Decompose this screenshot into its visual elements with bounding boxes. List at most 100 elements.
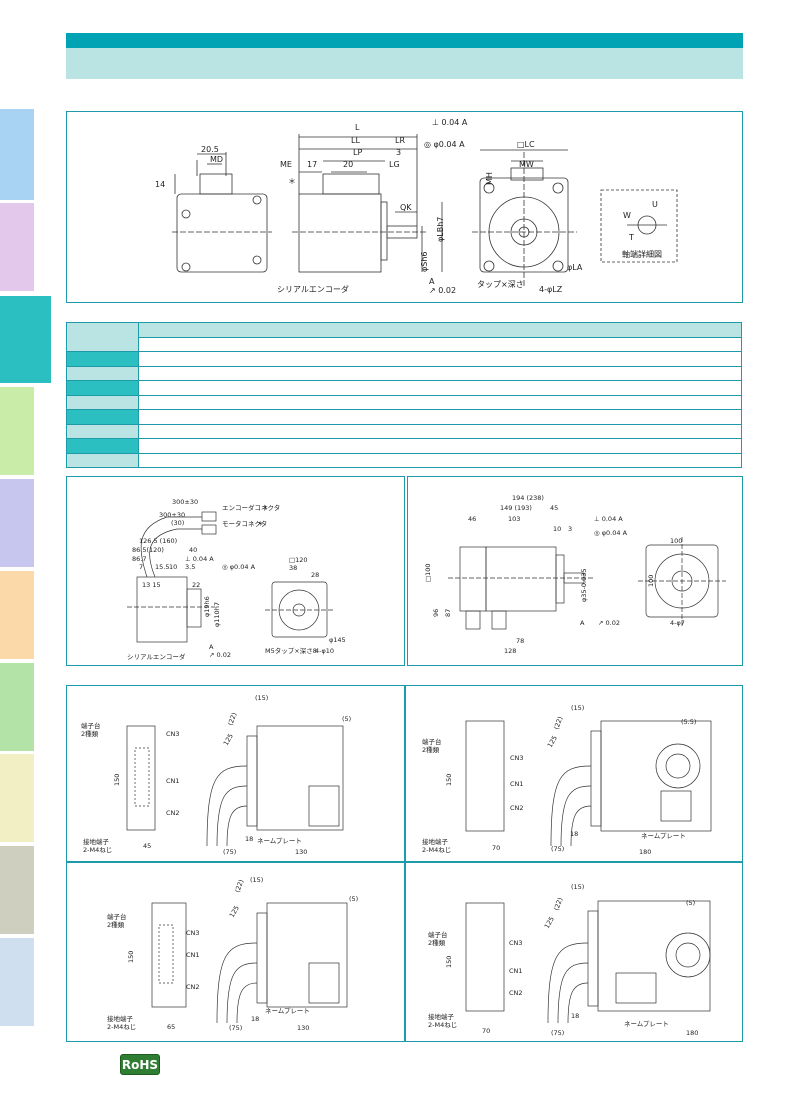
table-cell	[138, 423, 742, 439]
dim-4-7: 4-φ7	[670, 619, 685, 627]
cn2-label-2: CN2	[510, 804, 524, 812]
dim-mw: MW	[519, 160, 534, 169]
r5-label-3: (5)	[349, 895, 358, 903]
table-row-label	[66, 365, 139, 381]
dim-96: 96	[432, 609, 440, 617]
dim-me: ME	[280, 160, 292, 169]
ground-label-2: 接地端子	[422, 837, 449, 846]
tol-perp-1: ⊥ 0.04 A	[432, 118, 468, 127]
dim-86-5: 86.5(120)	[132, 546, 164, 554]
terminal-label-1: 端子台	[81, 721, 101, 730]
r125-label-2: 125	[546, 734, 559, 749]
dim-17: 17	[307, 160, 317, 169]
motor-cable-drawing: 300±30 エンコーダコネクタ ＊ 300±30 (30) モータコネクタ ＊…	[127, 498, 346, 661]
dim-300-b: 300±30	[159, 511, 185, 519]
side-tab-9	[0, 846, 34, 934]
dim-35: φ35-0.035	[580, 568, 588, 602]
r15-label-2: (15)	[571, 704, 584, 712]
width-label-3: 65	[167, 1023, 175, 1031]
cn1-label-3: CN1	[186, 951, 200, 959]
dim-100-top: 100	[670, 537, 682, 545]
terminal-label-1b: 2種類	[81, 729, 99, 738]
cn2-label-1: CN2	[166, 809, 180, 817]
datum-a: A	[429, 277, 435, 286]
d18-label-2: 18	[570, 830, 578, 838]
dim-40: 40	[189, 546, 197, 554]
r75-label-4: (75)	[551, 1029, 564, 1037]
r5-label-1: (5)	[342, 715, 351, 723]
r22-label-3: (22)	[233, 878, 245, 893]
tol-conc-3: ◎ φ0.04 A	[594, 529, 628, 537]
dim-28: 28	[311, 571, 319, 579]
nameplate-label-3: ネームプレート	[265, 1007, 310, 1015]
table-cell	[138, 452, 742, 468]
table-row-label	[66, 394, 139, 410]
width-label-4: 70	[482, 1027, 490, 1035]
dim-10-3: 10	[553, 525, 561, 533]
ground-label-4: 接地端子	[428, 1012, 455, 1021]
dim-100-sq: □100	[424, 563, 432, 582]
header-subband	[66, 48, 743, 79]
r22-label-1: (22)	[226, 711, 238, 726]
enc-star: ＊	[262, 504, 269, 512]
driver-drawing-2: 端子台 2種類 CN3 CN1 CN2 150 接地端子 2-M4ねじ 70 (…	[422, 704, 712, 856]
dim-103: 103	[508, 515, 520, 523]
table-row-label	[66, 438, 139, 454]
dim-lp: LP	[353, 148, 362, 157]
height-label-2: 150	[445, 774, 453, 786]
motor-drawing: 20.5 MD 14 L ⊥ 0.04 A LL LR ◎ φ0.04 A LP…	[155, 118, 678, 295]
dim-sh6: φSh6	[420, 251, 429, 272]
table-cell	[138, 351, 742, 367]
mot-star: ＊	[257, 520, 264, 528]
nameplate-label-1: ネームプレート	[257, 837, 302, 845]
dim-w: W	[623, 211, 631, 220]
driver-panel-4: 端子台 2種類 CN3 CN1 CN2 150 接地端子 2-M4ねじ 70 (…	[405, 862, 743, 1042]
table-row-label	[66, 452, 139, 468]
driver-drawing-4: 端子台 2種類 CN3 CN1 CN2 150 接地端子 2-M4ねじ 70 (…	[428, 883, 711, 1037]
cn1-label-1: CN1	[166, 777, 180, 785]
depth-label-3: 130	[297, 1024, 309, 1032]
cn1-label-2: CN1	[510, 780, 524, 788]
driver-panel-3: 端子台 2種類 CN3 CN1 CN2 150 接地端子 2-M4ねじ 65 (…	[66, 862, 405, 1042]
cn3-label-2: CN3	[510, 754, 524, 762]
motor-drawing-panel: 20.5 MD 14 L ⊥ 0.04 A LL LR ◎ φ0.04 A LP…	[66, 111, 743, 303]
motor-flange-drawing: 194 (238) 149 (193) 45 46 103 ⊥ 0.04 A 1…	[424, 494, 726, 655]
dim-ll: LL	[351, 136, 360, 145]
tol-perp-2: ⊥ 0.04 A	[185, 555, 214, 563]
dim-la: φLA	[567, 263, 583, 272]
height-label-3: 150	[127, 951, 135, 963]
driver-panel-1: 端子台 2種類 CN3 CN1 CN2 150 接地端子 2-M4ねじ 45 (…	[66, 685, 405, 862]
dim-22: 22	[192, 581, 200, 589]
side-tab-6	[0, 571, 34, 659]
r22-label-2: (22)	[552, 715, 564, 730]
dim-lg: LG	[389, 160, 400, 169]
dim-t: T	[628, 233, 634, 242]
dim-mh: MH	[485, 172, 494, 185]
d18-label-4: 18	[571, 1012, 579, 1020]
r125-label-1: 125	[222, 732, 235, 747]
dim-20-5: 20.5	[201, 145, 219, 154]
dim-10: 10	[169, 563, 177, 571]
table-cell	[138, 409, 742, 425]
r22-label-4: (22)	[552, 896, 564, 911]
terminal-label-2: 端子台	[422, 737, 442, 746]
enc-connector: エンコーダコネクタ	[222, 503, 280, 512]
ground-label-4b: 2-M4ねじ	[428, 1021, 457, 1029]
dim-19h6: φ19h6	[203, 596, 211, 617]
r15-label-3: (15)	[250, 876, 263, 884]
dim-3-3: 3	[568, 525, 572, 533]
side-tab-8	[0, 754, 34, 842]
dim-45: 45	[550, 504, 558, 512]
rohs-badge: RoHS	[120, 1054, 160, 1075]
dim-30: (30)	[171, 519, 184, 527]
table-row-label	[66, 409, 139, 425]
ground-label-1b: 2-M4ねじ	[83, 846, 112, 854]
nameplate-label-4: ネームプレート	[624, 1020, 669, 1028]
side-tab-7	[0, 663, 34, 751]
side-tab-1	[0, 109, 34, 200]
star-mark: ＊	[288, 177, 296, 186]
shaft-detail-label: 軸端詳細図	[622, 249, 662, 259]
table-cell	[138, 438, 742, 454]
depth-label-4: 180	[686, 1029, 698, 1037]
r125-label-3: 125	[228, 904, 241, 919]
